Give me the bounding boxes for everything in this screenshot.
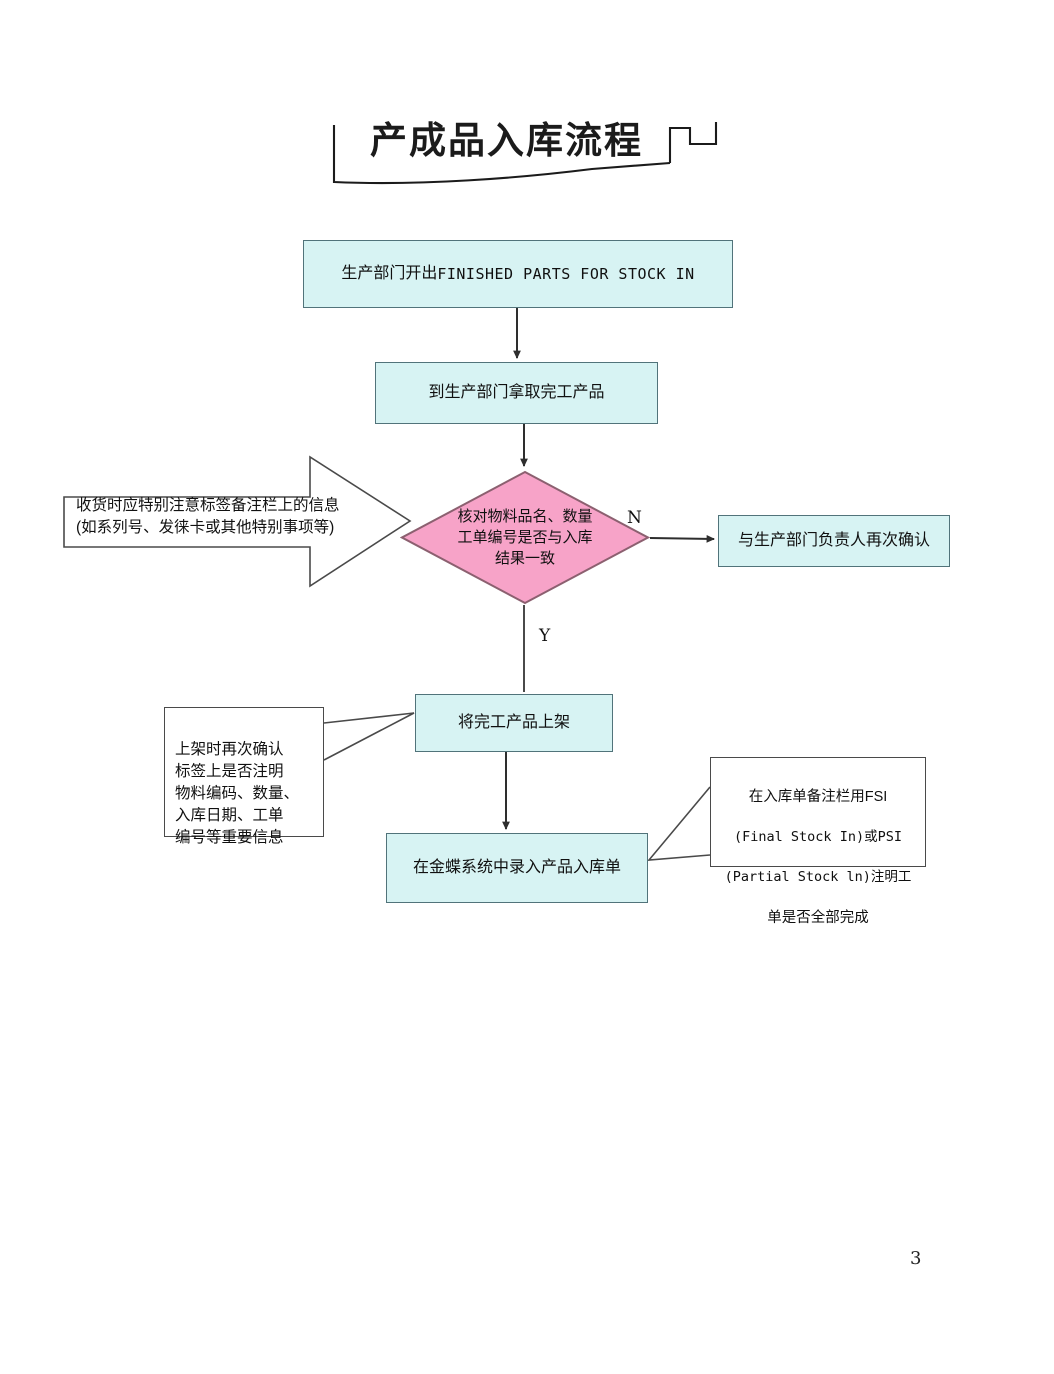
branch-label-no: N: [627, 508, 642, 528]
decision-diamond-shape: [400, 470, 650, 605]
page-number: 3: [910, 1248, 922, 1269]
document-title-block: 产成品入库流程: [330, 108, 730, 186]
shelf-note-text: 上架时再次确认 标签上是否注明 物料编码、数量、 入库日期、工单 编号等重要信息: [175, 741, 300, 846]
fsi-note-line-4: 单是否全部完成: [767, 910, 869, 927]
node-label-pickup: 到生产部门拿取完工产品: [428, 384, 605, 402]
branch-label-yes: Y: [539, 626, 551, 646]
right-arrow-shape: [63, 455, 412, 588]
process-node-reconfirm[interactable]: 与生产部门负责人再次确认: [718, 515, 950, 567]
leader-fsi-note: [647, 786, 711, 861]
node-label-reconfirm: 与生产部门负责人再次确认: [737, 532, 930, 550]
decision-label: 核对物料品名、数量 工单编号是否与入库 结果一致: [457, 507, 593, 568]
node-label-issue-cn: 生产部门开出: [341, 265, 438, 283]
annotation-shelf-check-note[interactable]: 上架时再次确认 标签上是否注明 物料编码、数量、 入库日期、工单 编号等重要信息: [164, 707, 324, 846]
fsi-note-line-3: (Partial Stock ln)注明工: [724, 869, 912, 886]
decision-node-verify[interactable]: 核对物料品名、数量 工单编号是否与入库 结果一致: [400, 470, 650, 605]
annotation-receiving-note[interactable]: 收货时应特别注意标签备注栏上的信息 (如系列号、发徕卡或其他特别事项等): [62, 455, 412, 588]
page-title: 产成品入库流程: [370, 118, 643, 162]
fsi-note-line-2: (Final Stock In)或PSI: [734, 829, 902, 846]
node-label-kingdee: 在金蝶系统中录入产品入库单: [412, 859, 621, 877]
annotation-fsi-psi-note[interactable]: 在入库单备注栏用FSI (Final Stock In)或PSI (Partia…: [710, 757, 926, 926]
node-label-issue-en: FINISHED PARTS FOR STOCK IN: [437, 264, 695, 283]
process-node-kingdee-entry[interactable]: 在金蝶系统中录入产品入库单: [386, 833, 648, 903]
receiving-note-text: 收货时应特别注意标签备注栏上的信息 (如系列号、发徕卡或其他特别事项等): [76, 497, 340, 537]
edge-check-to-reconfirm: [649, 534, 715, 543]
leader-shelf-note: [323, 712, 415, 761]
fsi-note-line-1: 在入库单备注栏用FSI: [748, 788, 888, 805]
process-node-shelve[interactable]: 将完工产品上架: [415, 694, 613, 752]
node-label-shelve: 将完工产品上架: [457, 714, 570, 732]
process-node-pickup[interactable]: 到生产部门拿取完工产品: [375, 362, 658, 424]
